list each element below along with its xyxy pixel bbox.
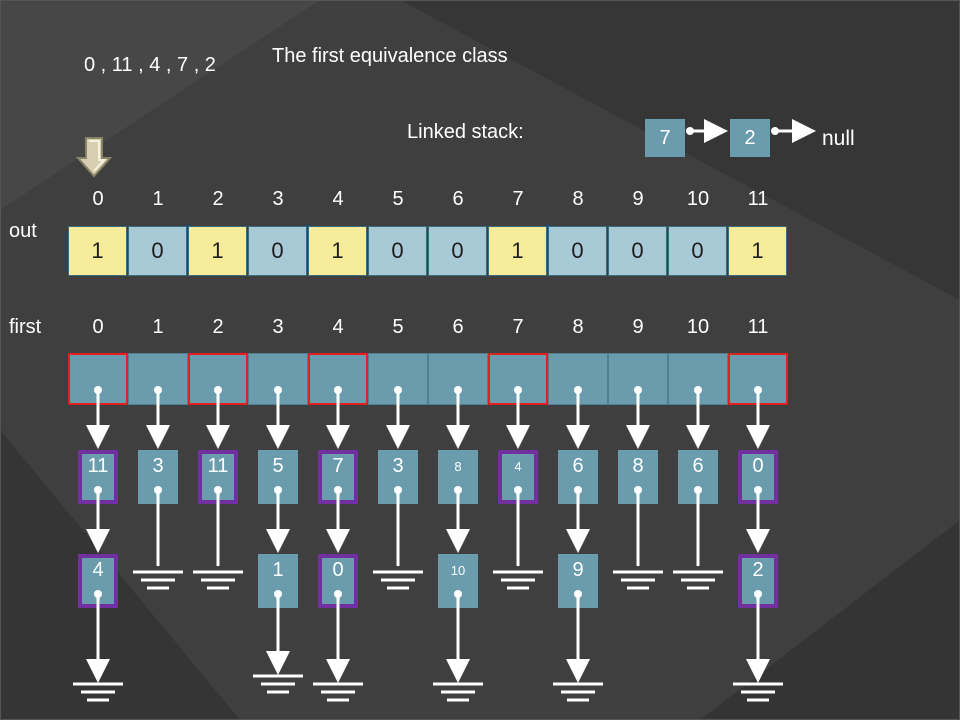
list-node: 3 <box>138 450 178 504</box>
list-node: 7 <box>318 450 358 504</box>
out-cell: 0 <box>548 226 607 276</box>
first-array-label: first <box>9 316 42 338</box>
first-index-label: 7 <box>512 316 524 338</box>
first-cell <box>368 353 428 405</box>
out-index-label: 1 <box>152 188 164 210</box>
list-node: 1 <box>258 554 298 608</box>
first-index-label: 5 <box>392 316 404 338</box>
out-index-label: 3 <box>272 188 284 210</box>
first-index-label: 3 <box>272 316 284 338</box>
list-node: 9 <box>558 554 598 608</box>
out-cell: 0 <box>368 226 427 276</box>
out-index-label: 11 <box>747 188 769 210</box>
first-cell <box>68 353 128 405</box>
out-index-label: 0 <box>92 188 104 210</box>
down-arrow-icon <box>75 137 113 178</box>
out-cell: 1 <box>188 226 247 276</box>
list-node: 10 <box>438 554 478 608</box>
out-cell: 1 <box>68 226 127 276</box>
list-node: 5 <box>258 450 298 504</box>
first-cell <box>128 353 188 405</box>
list-node: 2 <box>738 554 778 608</box>
sequence-text: 0 , 11 , 4 , 7 , 2 <box>84 54 216 76</box>
list-node: 3 <box>378 450 418 504</box>
first-index-label: 1 <box>152 316 164 338</box>
out-index-label: 5 <box>392 188 404 210</box>
out-cell: 0 <box>668 226 727 276</box>
list-node: 8 <box>618 450 658 504</box>
out-cell: 0 <box>248 226 307 276</box>
first-index-label: 9 <box>632 316 644 338</box>
out-cell: 1 <box>488 226 547 276</box>
out-index-label: 9 <box>632 188 644 210</box>
first-cell <box>308 353 368 405</box>
out-index-label: 6 <box>452 188 464 210</box>
out-index-label: 7 <box>512 188 524 210</box>
out-cell: 0 <box>128 226 187 276</box>
out-cell: 1 <box>728 226 787 276</box>
first-index-label: 8 <box>572 316 584 338</box>
first-index-label: 10 <box>686 316 710 338</box>
slide-title: The first equivalence class <box>272 45 508 67</box>
list-node: 4 <box>78 554 118 608</box>
first-cell <box>728 353 788 405</box>
first-cell <box>668 353 728 405</box>
first-index-label: 6 <box>452 316 464 338</box>
first-cell <box>548 353 608 405</box>
out-index-label: 8 <box>572 188 584 210</box>
out-index-label: 2 <box>212 188 224 210</box>
list-node: 4 <box>498 450 538 504</box>
first-index-label: 11 <box>747 316 769 338</box>
list-node: 11 <box>198 450 238 504</box>
list-node: 0 <box>738 450 778 504</box>
list-node: 6 <box>678 450 718 504</box>
first-index-label: 4 <box>332 316 344 338</box>
out-index-label: 10 <box>686 188 710 210</box>
first-cell <box>428 353 488 405</box>
out-cell: 0 <box>428 226 487 276</box>
stack-node: 2 <box>730 119 770 157</box>
first-cell <box>248 353 308 405</box>
null-label: null <box>822 127 855 150</box>
list-node: 0 <box>318 554 358 608</box>
first-index-label: 0 <box>92 316 104 338</box>
out-cell: 1 <box>308 226 367 276</box>
list-node: 8 <box>438 450 478 504</box>
first-index-label: 2 <box>212 316 224 338</box>
stack-node: 7 <box>645 119 685 157</box>
list-node: 11 <box>78 450 118 504</box>
list-node: 6 <box>558 450 598 504</box>
out-cell: 0 <box>608 226 667 276</box>
first-cell <box>488 353 548 405</box>
linked-stack-label: Linked stack: <box>407 121 524 143</box>
first-cell <box>608 353 668 405</box>
out-array-label: out <box>9 220 37 242</box>
first-cell <box>188 353 248 405</box>
out-index-label: 4 <box>332 188 344 210</box>
